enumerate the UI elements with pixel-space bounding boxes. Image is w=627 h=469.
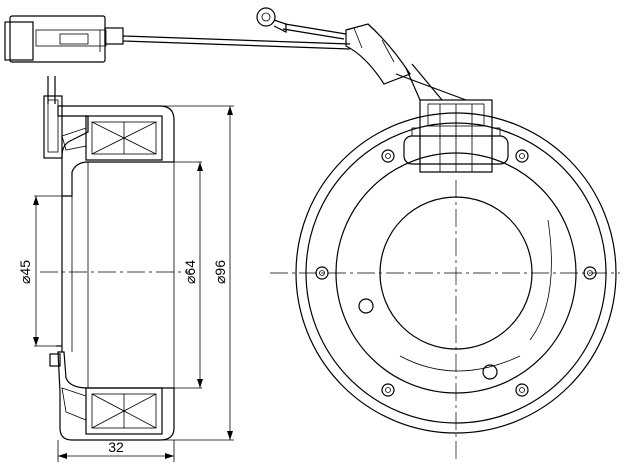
wire-sleeve <box>345 23 467 101</box>
lead-wires <box>122 23 351 50</box>
section-view <box>40 76 190 441</box>
dimension-lines <box>33 105 234 462</box>
dim-width-label: 32 <box>108 439 124 455</box>
ring-terminal <box>256 7 287 33</box>
dim-d45-label: ⌀45 <box>17 260 33 284</box>
connector-plug <box>4 15 124 63</box>
dim-d64-label: ⌀64 <box>182 260 198 284</box>
dim-d96-label: ⌀96 <box>212 260 228 284</box>
front-view <box>270 99 620 460</box>
